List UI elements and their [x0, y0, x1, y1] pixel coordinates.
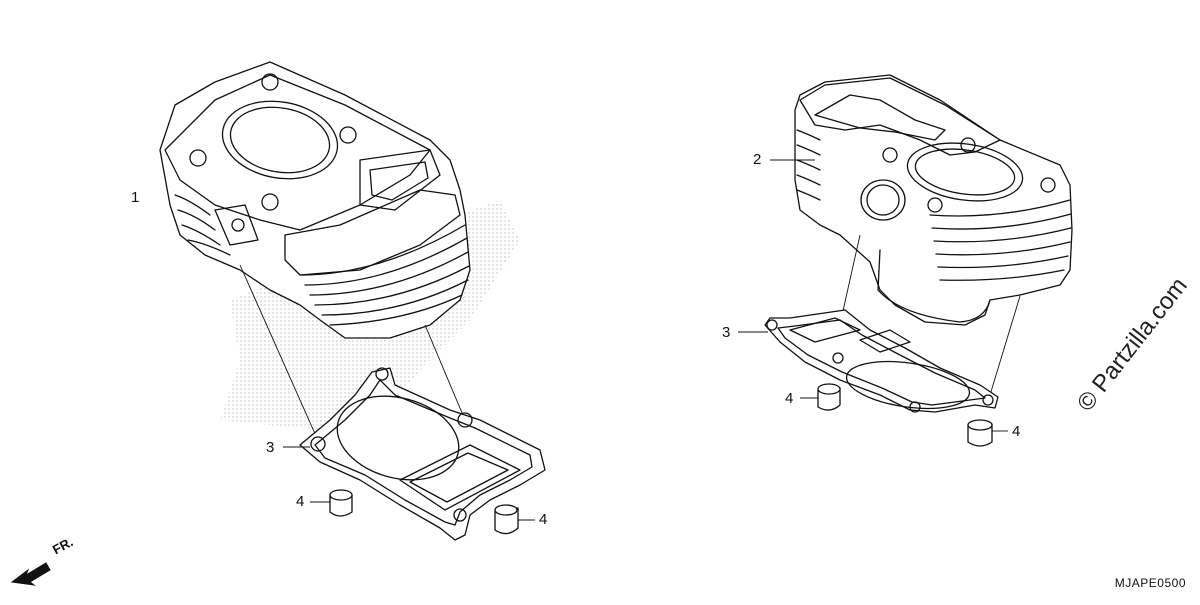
callout-3-left: 3 [266, 439, 275, 456]
front-direction-arrow [10, 562, 51, 586]
rear-cylinder [794, 74, 1073, 326]
dowel-left-b [494, 504, 519, 535]
callout-3-right: 3 [722, 324, 731, 341]
dowel-left-a [329, 489, 353, 517]
callout-1: 1 [131, 189, 140, 206]
callout-4-left-a: 4 [296, 493, 305, 510]
dowel-right-a [817, 383, 841, 411]
callout-4-left-b: 4 [539, 511, 548, 528]
front-cylinder [159, 61, 471, 339]
callout-4-right-a: 4 [785, 390, 794, 407]
callout-2: 2 [753, 151, 762, 168]
gasket-left [299, 367, 546, 541]
dowel-right-b [967, 419, 993, 447]
gasket-right [764, 309, 999, 413]
callout-4-right-b: 4 [1012, 423, 1021, 440]
diagram-code: MJAPE0500 [1114, 576, 1186, 590]
